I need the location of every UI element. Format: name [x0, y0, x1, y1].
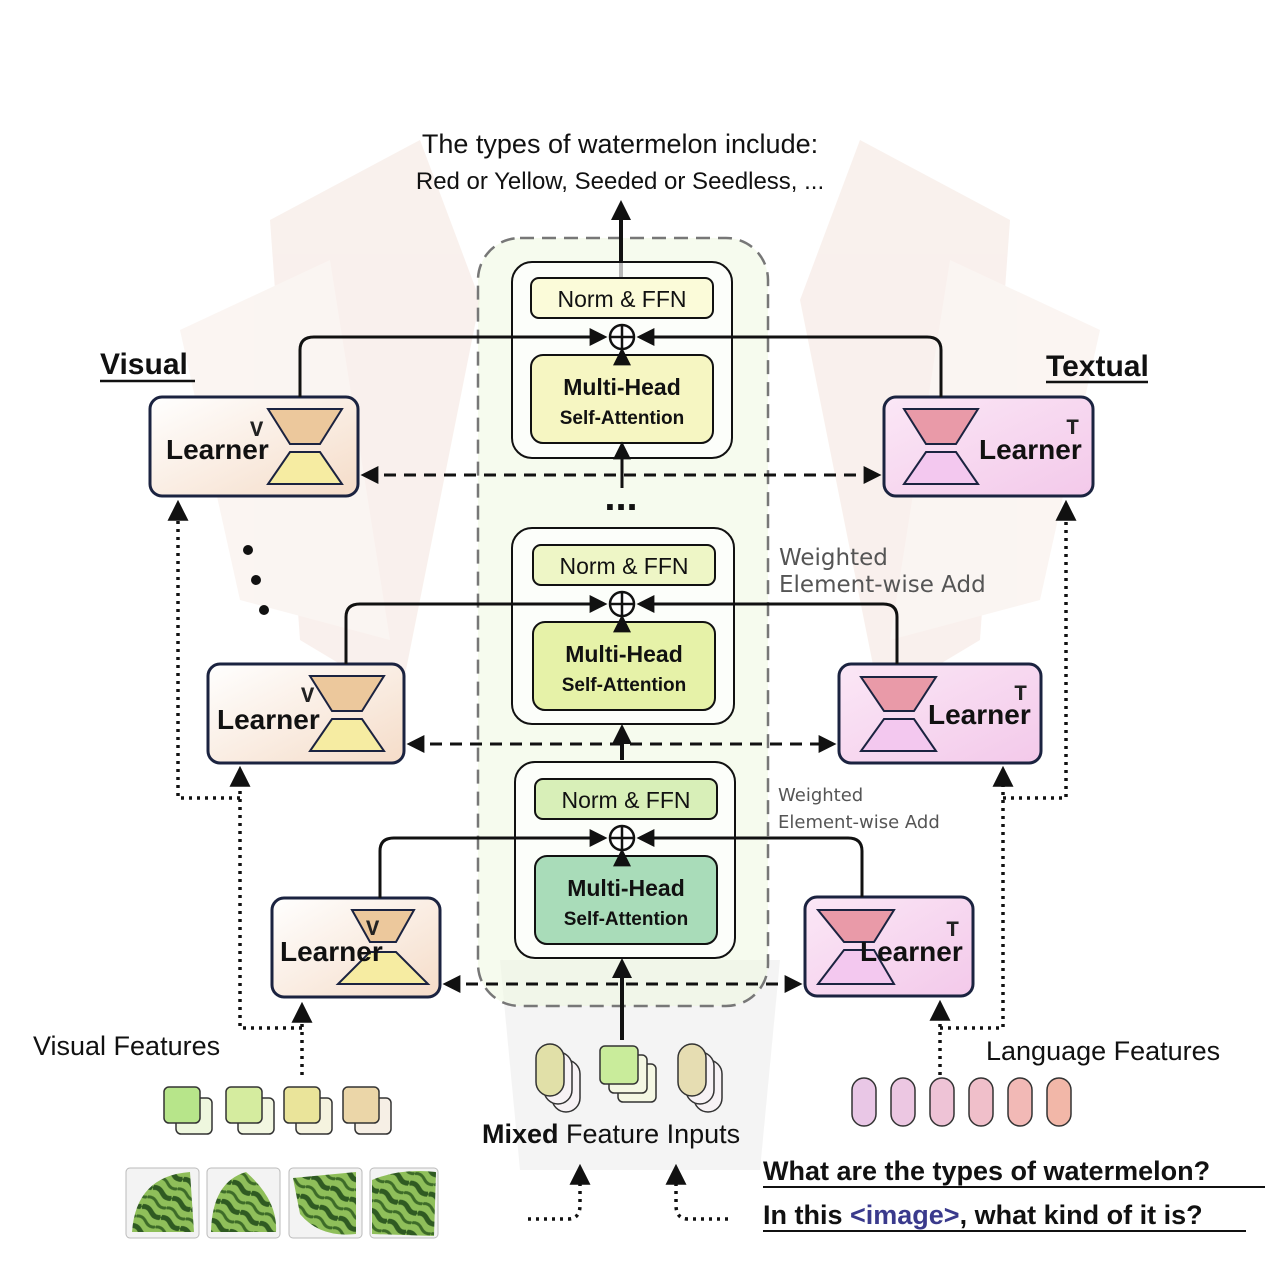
svg-text:Norm & FFN: Norm & FFN [559, 553, 688, 579]
svg-text:T: T [946, 918, 959, 943]
svg-text:V: V [250, 418, 264, 443]
svg-text:Learner: Learner [928, 699, 1031, 730]
transformer-block-bottom: Norm & FFN Multi-Head Self-Attention [514, 761, 736, 959]
output-line-2: Red or Yellow, Seeded or Seedless, ... [416, 168, 824, 195]
svg-text:T: T [1066, 416, 1079, 441]
visual-learner-bottom: Learner V [270, 896, 442, 999]
svg-text:Learner: Learner [979, 434, 1082, 465]
mixed-features-label: Mixed Feature Inputs [482, 1119, 740, 1149]
watermelon-images [125, 1167, 439, 1239]
svg-text:Learner: Learner [217, 704, 320, 735]
visual-features-label: Visual Features [33, 1031, 220, 1061]
svg-text:Norm & FFN: Norm & FFN [557, 286, 686, 312]
norm-ffn-box [530, 277, 714, 319]
visual-learner-mid: Learner V [206, 662, 406, 765]
svg-text:Norm & FFN: Norm & FFN [561, 787, 690, 813]
textual-title: Textual [1046, 350, 1149, 383]
svg-text:Multi-Head: Multi-Head [563, 374, 681, 400]
weighted-add-lower-2: Element-wise Add [778, 812, 940, 833]
weighted-add-upper-2: Element-wise Add [779, 572, 986, 598]
transformer-block-top: Norm & FFN Multi-Head Self-Attention [511, 261, 733, 459]
svg-text:Learner: Learner [280, 936, 383, 967]
svg-text:Self-Attention: Self-Attention [564, 909, 689, 930]
output-line-1: The types of watermelon include: [422, 129, 818, 159]
visual-learner-top: Learner V [148, 395, 360, 498]
svg-text:Learner: Learner [860, 936, 963, 967]
svg-text:T: T [1014, 682, 1027, 707]
question-2: In this <image>, what kind of it is? [763, 1200, 1203, 1230]
question-1: What are the types of watermelon? [763, 1156, 1210, 1186]
transformer-block-mid: Norm & FFN Multi-Head Self-Attention [511, 527, 735, 725]
svg-text:Self-Attention: Self-Attention [560, 408, 685, 429]
weighted-add-lower-1: Weighted [778, 785, 863, 806]
svg-text:Self-Attention: Self-Attention [562, 675, 687, 696]
visual-ellipsis [243, 545, 269, 615]
learner-to-add-connections [298, 328, 943, 898]
svg-text:V: V [366, 917, 380, 942]
textual-learner-top: Learner T [882, 395, 1095, 498]
norm-ffn-box [534, 778, 718, 820]
feature-dotted-paths [167, 499, 1077, 1221]
mixed-feature-tokens [535, 1043, 723, 1113]
svg-text:V: V [301, 684, 315, 709]
weighted-add-upper-1: Weighted [779, 545, 888, 571]
svg-text:Multi-Head: Multi-Head [565, 641, 683, 667]
textual-learner-mid: Learner T [837, 662, 1043, 765]
svg-text:Learner: Learner [166, 434, 269, 465]
norm-ffn-box [532, 544, 716, 586]
learner-interaction-arrows [360, 466, 882, 993]
visual-title: Visual [100, 348, 188, 381]
svg-text:Multi-Head: Multi-Head [567, 875, 685, 901]
language-features-label: Language Features [986, 1036, 1220, 1066]
language-feature-tokens [851, 1077, 1072, 1127]
visual-feature-tokens [163, 1086, 392, 1135]
textual-learner-bottom: Learner T [803, 895, 975, 998]
